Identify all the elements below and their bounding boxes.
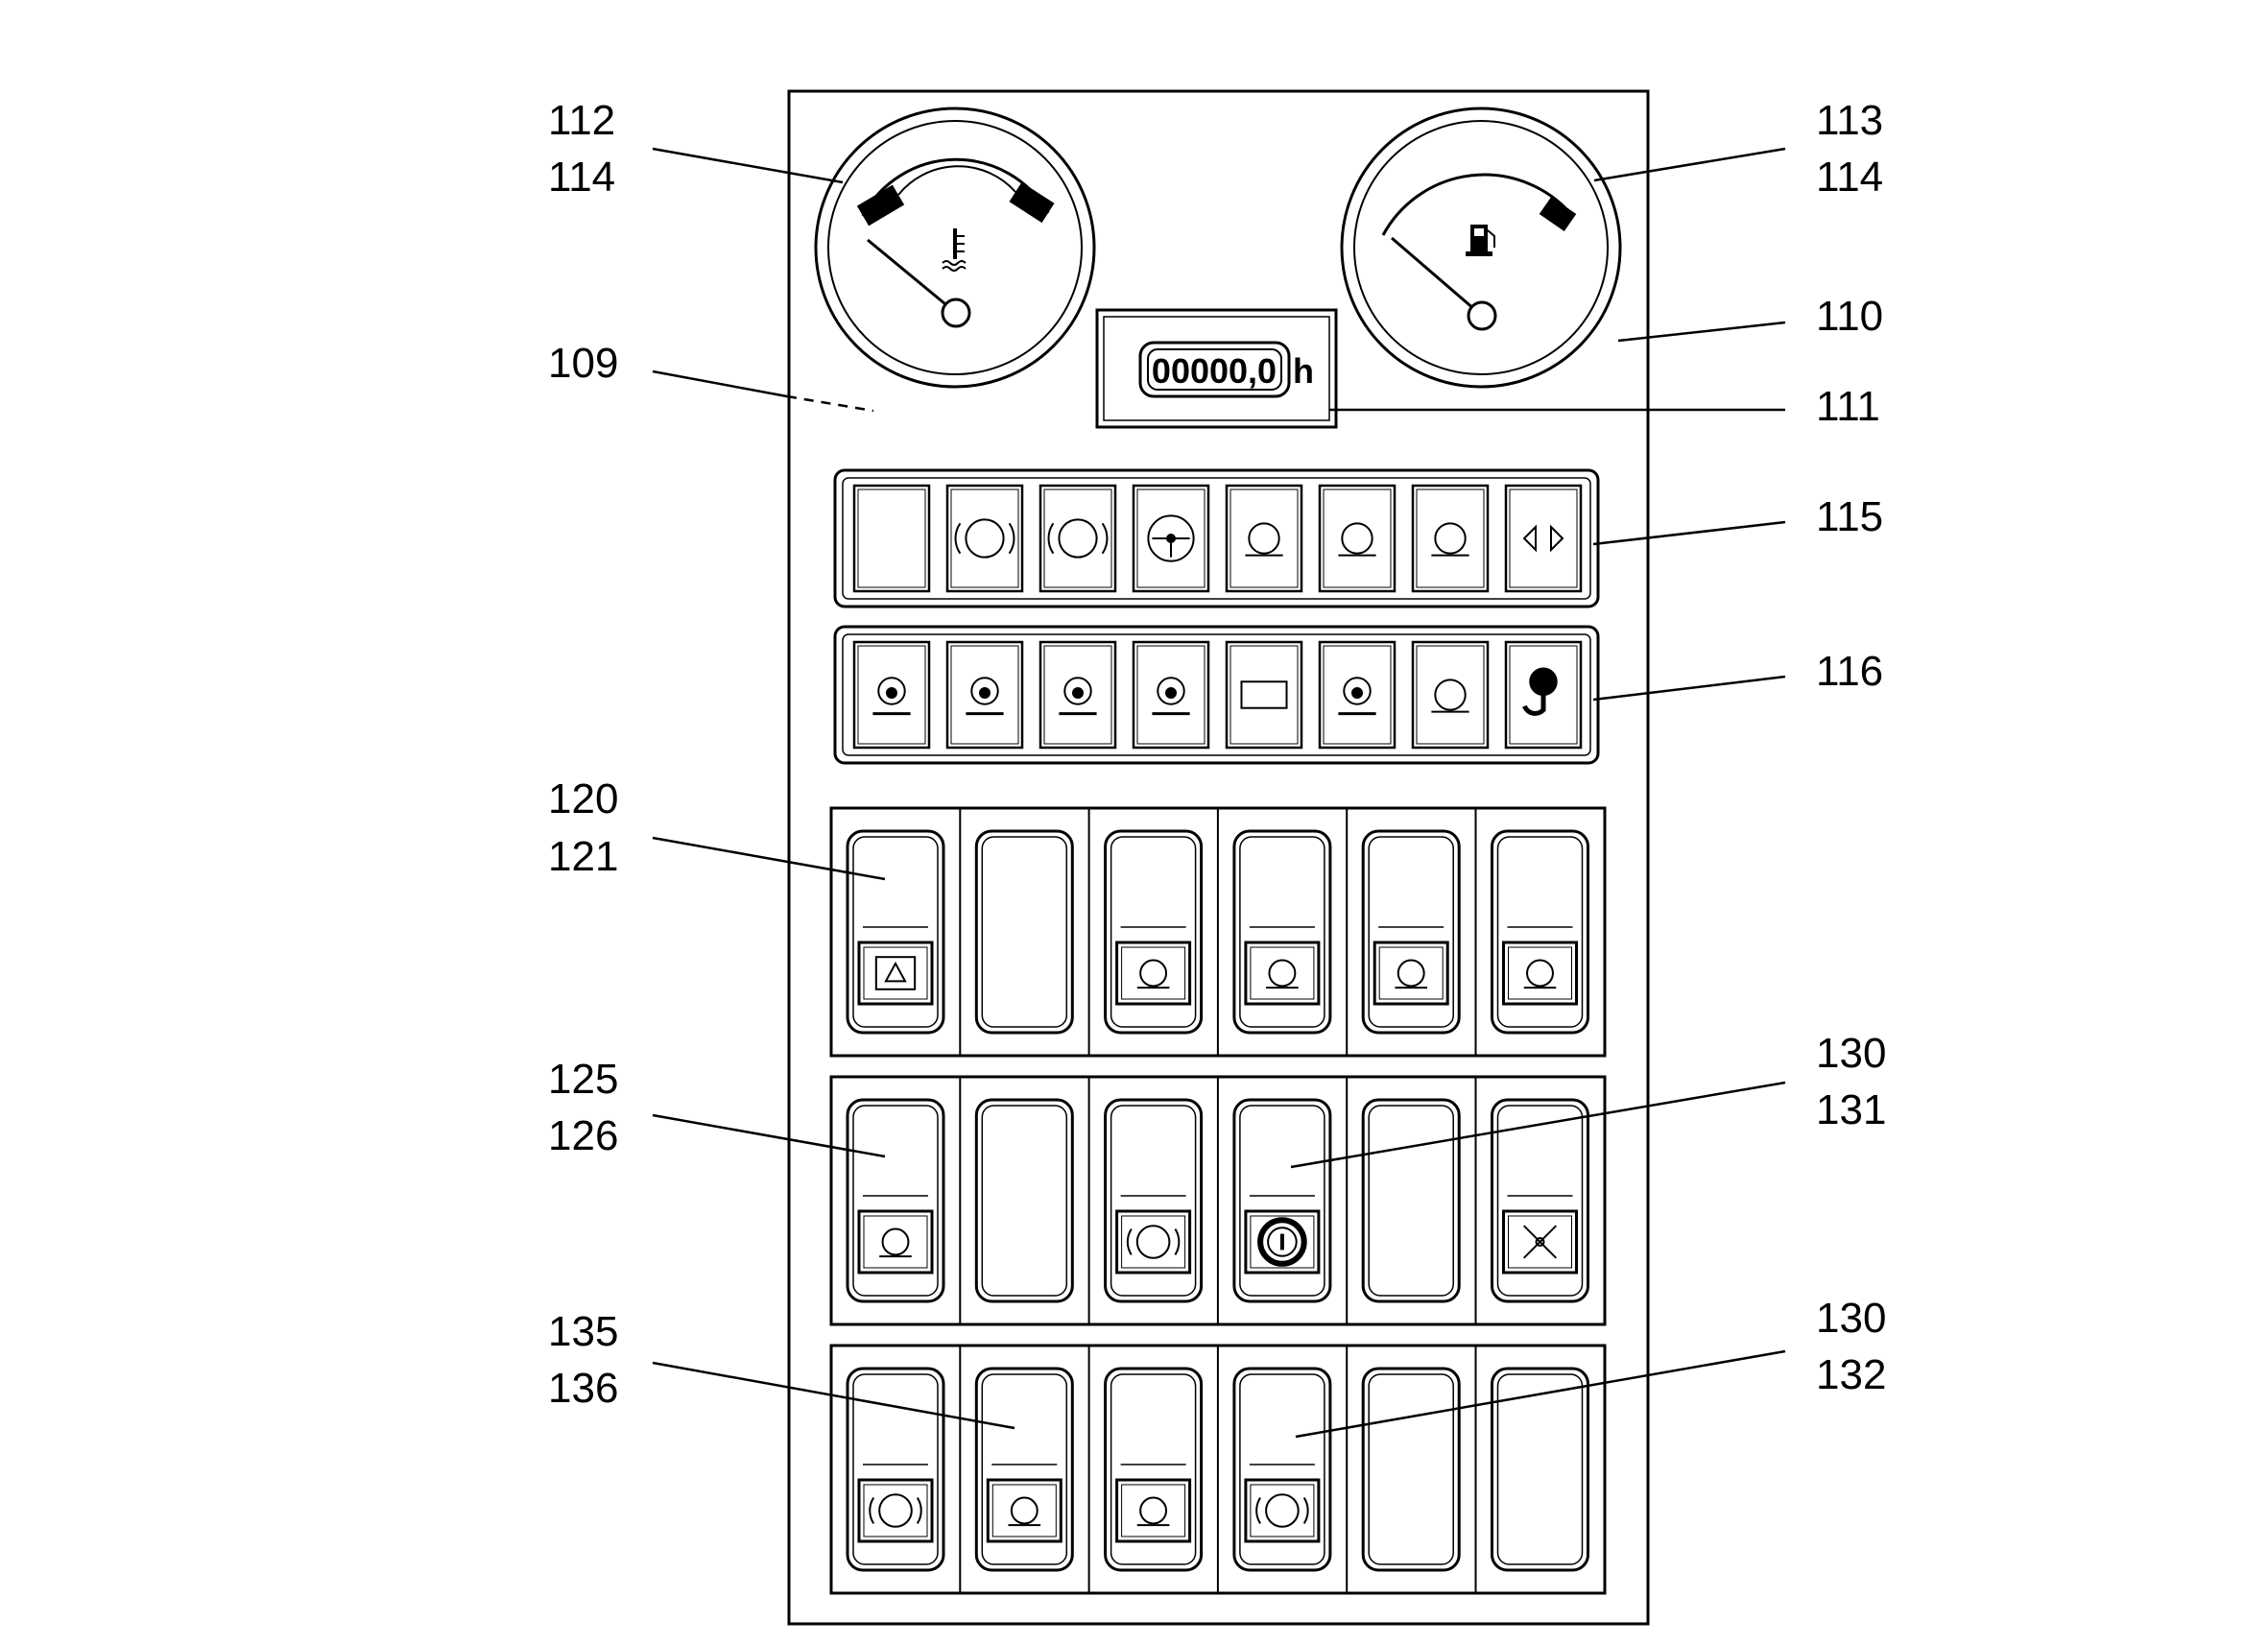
creep-speed-icon [1255, 1493, 1309, 1528]
horn-icon [879, 1227, 912, 1258]
callout-120: 120 [548, 775, 618, 822]
rocker-switch[interactable] [1232, 1367, 1332, 1572]
callout-labels: 112 114 113 114 110 109 111 115 116 120 … [548, 97, 1886, 1412]
warning-light-cell [1039, 484, 1117, 593]
seat-switch-icon [1338, 522, 1376, 557]
rocker-switch[interactable] [1491, 1098, 1589, 1303]
rocker-switch[interactable] [846, 1367, 945, 1572]
callout-111: 111 [1816, 383, 1880, 430]
axle-lock-icon [1431, 522, 1469, 557]
differential-lock-icon [1136, 1496, 1170, 1527]
hydraulic-filter-icon [1338, 677, 1376, 716]
preheat-icon [1245, 522, 1283, 557]
warning-light-cell [852, 640, 931, 750]
callout-114-right: 114 [1816, 154, 1883, 201]
callout-113: 113 [1816, 97, 1883, 144]
warning-light-cell [1504, 640, 1583, 750]
rocker-switch[interactable] [1232, 1098, 1332, 1303]
blank-switch-slot [974, 829, 1074, 1035]
work-light-icon [1136, 959, 1170, 989]
axle-icon [1008, 1496, 1041, 1527]
warning-light-cell [1318, 640, 1397, 750]
callout-136: 136 [548, 1365, 618, 1412]
warning-light-cell [1411, 484, 1490, 593]
leader-lines [652, 147, 1786, 1439]
blank-switch-slot [1361, 1367, 1461, 1572]
turn-signal-icon [1522, 524, 1564, 553]
engine-oil-pressure-icon [1059, 677, 1097, 716]
air-filter-icon [1431, 679, 1469, 713]
hour-meter: 00000,0 h [1095, 308, 1338, 429]
rocker-switch[interactable] [974, 1367, 1074, 1572]
panel-outline [787, 89, 1650, 1626]
rocker-switch[interactable] [1104, 829, 1204, 1035]
rocker-switch[interactable] [1361, 829, 1461, 1035]
battery-icon [1240, 680, 1288, 709]
switch-bank [829, 1075, 1607, 1326]
blank-switch-slot [974, 1098, 1074, 1303]
callout-125: 125 [548, 1056, 618, 1103]
callout-130-lower: 130 [1816, 1295, 1886, 1342]
hazard-icon [874, 956, 917, 990]
front-wiper-icon [1395, 959, 1427, 989]
engine-oil-temp-icon [872, 677, 911, 716]
warning-light-cell [1318, 484, 1397, 593]
rocker-switch[interactable] [1232, 829, 1332, 1035]
callout-109: 109 [548, 340, 618, 387]
switch-bank [829, 1344, 1607, 1595]
warning-light-cell [1411, 640, 1490, 750]
callout-126: 126 [548, 1112, 618, 1159]
callout-121: 121 [548, 833, 618, 880]
callout-116: 116 [1816, 648, 1883, 695]
warning-light-strip-upper [833, 468, 1600, 608]
warning-light-cell [1504, 484, 1583, 593]
warning-light-cell [1132, 640, 1210, 750]
callout-131: 131 [1816, 1086, 1886, 1133]
warning-light-cell [945, 640, 1024, 750]
callout-135: 135 [548, 1308, 618, 1355]
hour-meter-unit: h [1293, 351, 1314, 391]
warning-light-cell [1225, 484, 1303, 593]
rear-wiper-icon [1523, 959, 1557, 989]
engine-oil-level-icon [966, 677, 1004, 716]
blank-switch-slot [1491, 1367, 1589, 1572]
brake-icon [954, 518, 1015, 559]
hour-meter-value: 00000,0 [1152, 351, 1277, 391]
warning-light-cell [1039, 640, 1117, 750]
switch-bank [829, 806, 1607, 1058]
headlight-icon [1266, 959, 1299, 989]
rocker-switch[interactable] [846, 1098, 945, 1303]
callout-114-left: 114 [548, 154, 615, 201]
callout-115: 115 [1816, 493, 1883, 540]
callout-112: 112 [548, 97, 615, 144]
coolant-temperature-gauge [814, 107, 1096, 389]
load-hook-icon [1522, 667, 1558, 716]
warning-light-strip-lower [833, 625, 1600, 765]
callout-110: 110 [1816, 293, 1883, 340]
callout-130-upper: 130 [1816, 1030, 1886, 1077]
transmission-icon [1257, 1217, 1307, 1267]
fuel-icon [1466, 225, 1495, 256]
callout-132: 132 [1816, 1351, 1886, 1398]
warning-light-cell [1225, 640, 1303, 750]
rocker-switch[interactable] [1104, 1098, 1204, 1303]
parking-brake-icon [1126, 1225, 1181, 1259]
rocker-switch[interactable] [1491, 829, 1589, 1035]
warning-light-cell [1132, 484, 1210, 593]
brake-icon [869, 1493, 922, 1528]
steering-icon [1147, 514, 1195, 562]
rocker-switch[interactable] [846, 829, 945, 1035]
blank-switch-slot [1361, 1098, 1461, 1303]
brake-pressure-icon [1047, 518, 1109, 559]
warning-light-cell [945, 484, 1024, 593]
fan-icon [1522, 1225, 1558, 1259]
warning-light-cell [852, 484, 931, 593]
coolant-temperature-icon [942, 228, 967, 272]
fuel-gauge [1340, 107, 1622, 389]
coolant-level-icon [1152, 677, 1190, 716]
rocker-switch[interactable] [1104, 1367, 1204, 1572]
